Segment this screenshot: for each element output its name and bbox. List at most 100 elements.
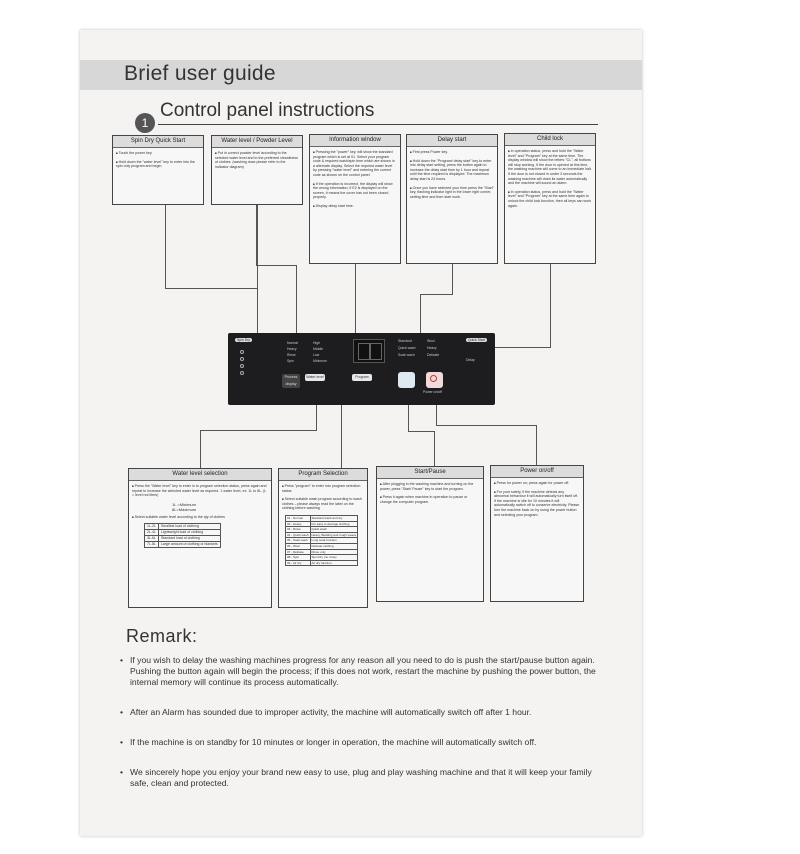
connector-line: [452, 264, 453, 294]
remark-item: If you wish to delay the washing machine…: [120, 655, 610, 688]
power-button-label: Power on/off: [423, 390, 442, 394]
connector-line: [420, 294, 453, 295]
connector-line: [165, 205, 166, 288]
section-title: Control panel instructions: [160, 100, 375, 121]
connector-line: [165, 288, 257, 289]
process-display-label: Process display: [282, 374, 300, 388]
panel-program-label: Standard: [398, 339, 412, 343]
box-text: Hold down the "water level" key to enter…: [116, 160, 200, 169]
box-information-window: Information window Pressing the "power" …: [309, 134, 401, 264]
box-delay-start: Delay start First press Power key. Hold …: [406, 134, 498, 264]
box-text: Select suitable water level according to…: [132, 515, 268, 520]
connector-line: [408, 431, 434, 432]
connector-line: [316, 405, 317, 430]
box-text: For your safety, if the machine detects …: [494, 490, 580, 518]
start-pause-button[interactable]: [398, 372, 415, 388]
remark-item: After an Alarm has sounded due to improp…: [120, 707, 610, 718]
panel-badge-spin-dry: Spin Dry: [235, 338, 253, 342]
panel-program-label: Heavy: [427, 346, 437, 350]
connector-line: [420, 294, 421, 333]
connector-line: [434, 431, 435, 466]
box-title: Water level / Powder Level: [212, 136, 302, 148]
box-power-on-off: Power on/off Press for power on; press a…: [490, 465, 584, 602]
box-text: Pressing the "power" key, will show the …: [313, 150, 397, 178]
box-title: Information window: [310, 135, 400, 147]
table-cell: Heavy, Bedding and rough weave: [309, 531, 359, 539]
connector-line: [550, 264, 551, 347]
box-text: Once you have selected your time press t…: [410, 186, 494, 200]
box-child-lock: Child lock In operation status, press an…: [504, 133, 596, 264]
connector-line: [436, 405, 437, 425]
panel-program-label: Soak wash: [398, 353, 415, 357]
panel-program-label: Delicate: [427, 353, 440, 357]
box-text: First press Power key.: [410, 150, 494, 155]
table-cell: 7L-8L: [144, 541, 159, 549]
box-text: Press for power on; press again for powe…: [494, 481, 580, 486]
panel-water-level-label: Minimum: [313, 359, 327, 363]
panel-delay-label: Delay: [466, 358, 475, 362]
indicator-led: [240, 350, 244, 354]
remark-list: If you wish to delay the washing machine…: [120, 655, 610, 808]
section-number-badge: 1: [135, 113, 155, 133]
box-water-level-selection: Water level selection Press the "Water l…: [128, 468, 272, 608]
section-divider: [158, 124, 598, 125]
table-cell: 05 - Soak wash: [285, 537, 311, 544]
power-button[interactable]: [426, 372, 443, 388]
panel-program-label: Quick wash: [398, 346, 416, 350]
box-text: In operation status, press and hold the …: [508, 190, 592, 208]
box-text: Select suitable wash program according t…: [282, 497, 364, 511]
connector-line: [341, 405, 342, 468]
box-spin-dry-quick-start: Spin Dry Quick Start Touch the power key…: [112, 135, 204, 205]
box-title: Water level selection: [129, 469, 271, 481]
remark-title: Remark:: [126, 626, 198, 646]
table-cell: 09 - Air dry: [285, 559, 311, 567]
box-text: If the operation is incorrect, the displ…: [313, 182, 397, 200]
remark-item: We sincerely hope you enjoy your brand n…: [120, 767, 610, 789]
panel-water-level-label: Middle: [313, 347, 323, 351]
panel-program-label: Normal: [287, 341, 298, 345]
connector-line: [256, 205, 257, 265]
water-level-button[interactable]: Water level: [305, 374, 325, 381]
power-icon: [430, 375, 437, 382]
level-note: 8L=Maximum: [172, 506, 197, 512]
panel-program-label: Wool: [427, 339, 435, 343]
connector-line: [257, 205, 258, 333]
box-start-pause: Start/Pause After plugging in the washin…: [376, 466, 484, 602]
box-text: Touch the power key.: [116, 151, 200, 156]
box-program-selection: Program Selection Press "program" to ent…: [278, 468, 368, 608]
table-cell: Large amount of clothing or blankets: [157, 541, 221, 549]
box-text: In operation status, press and hold the …: [508, 149, 592, 186]
table-cell: 04 - Quick wash: [285, 531, 311, 539]
panel-program-label: Spin: [287, 359, 294, 363]
box-text: Press "program" to enter into program se…: [282, 484, 364, 493]
connector-line: [296, 265, 297, 333]
indicator-led: [240, 364, 244, 368]
program-button[interactable]: Program: [352, 374, 372, 381]
panel-program-label: Rinse: [287, 353, 296, 357]
connector-line: [200, 430, 317, 431]
box-text: After plugging in the washing machine an…: [380, 482, 480, 491]
connector-line: [408, 405, 409, 431]
panel-water-level-label: Low: [313, 353, 320, 357]
indicator-led: [240, 357, 244, 361]
box-title: Power on/off: [491, 466, 583, 478]
box-water-level-powder-level: Water level / Powder Level Put in correc…: [211, 135, 303, 205]
box-title: Program Selection: [279, 469, 367, 481]
panel-program-label: Heavy: [287, 347, 297, 351]
box-text: Hold down the "Program/ delay start" key…: [410, 159, 494, 182]
box-text: Put in correct powder level according to…: [215, 151, 299, 169]
panel-water-level-label: High: [313, 341, 320, 345]
connector-line: [200, 430, 201, 468]
connector-line: [536, 425, 537, 465]
box-text: Press it again when machine in operation…: [380, 495, 480, 504]
box-title: Delay start: [407, 135, 497, 147]
box-text: Press the "Water level" key to enter in …: [132, 484, 268, 498]
box-text: Display delay start time.: [313, 204, 397, 209]
indicator-led: [240, 371, 244, 375]
